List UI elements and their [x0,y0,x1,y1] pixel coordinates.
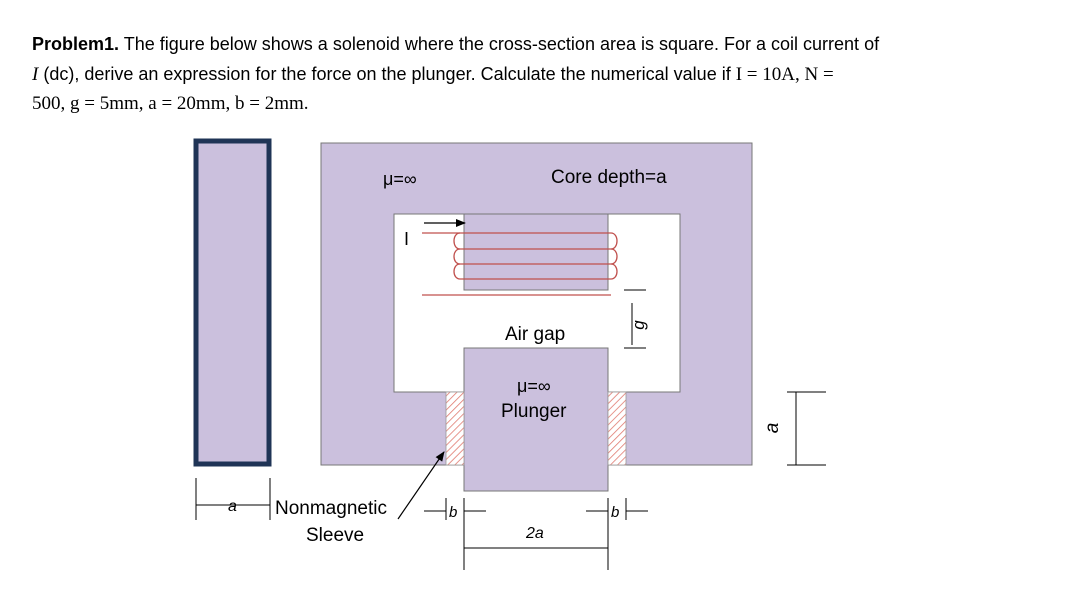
sleeve-label-line1: Nonmagnetic [275,498,387,519]
core-permeability-label: μ=∞ [383,169,417,189]
problem-line1: The figure below shows a solenoid where … [119,34,880,54]
problem-line3-math: 500, g = 5mm, a = 20mm, b = 2mm. [32,93,309,114]
current-label: I [404,229,409,249]
plunger-width-dim-label: 2a [525,525,544,542]
problem-statement: Problem1. The figure below shows a solen… [32,30,1042,119]
coil-windings [422,232,618,296]
sleeve-right [607,391,627,466]
sleeve-left [445,391,465,466]
plunger-permeability-label: μ=∞ [517,376,551,396]
width-dim-label: a [228,498,237,515]
gap-dimension [624,289,646,349]
sleeve-right-dim-label: b [611,504,619,521]
side-view-core [193,138,272,467]
plunger-label: Plunger [501,401,567,422]
problem-line2: (dc), derive an expression for the force… [38,63,736,84]
height-dim-label: a [762,423,783,434]
problem-label: Problem1. [32,34,120,54]
current-variable: I [32,63,39,85]
sleeve-label-line2: Sleeve [306,525,364,546]
sleeve-pointer-arrow-icon [397,451,445,520]
plunger [463,347,609,492]
height-dimension [787,391,826,466]
sleeve-left-dim-label: b [449,504,457,521]
plunger-width-dimension [463,498,609,570]
core-depth-label: Core depth=a [551,167,667,188]
problem-line2-math: I = 10A, N = [735,63,834,85]
air-gap-label: Air gap [505,324,565,345]
gap-dim-label: g [629,320,648,330]
center-pole [463,213,609,291]
